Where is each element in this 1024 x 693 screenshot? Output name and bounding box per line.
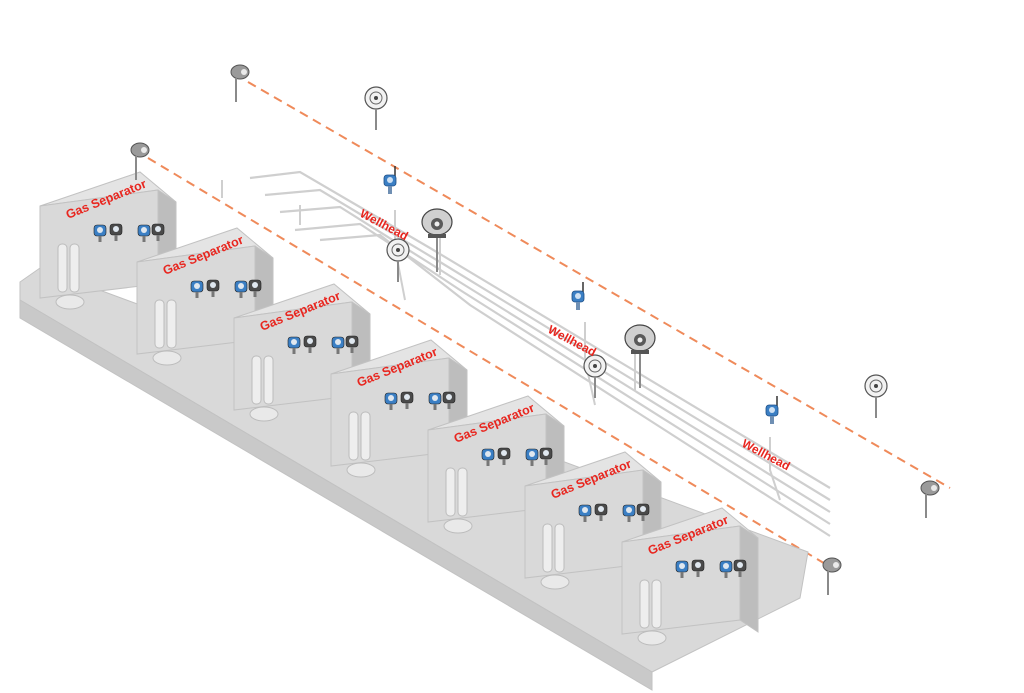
camera-dome-icon	[421, 208, 453, 272]
gas-detector-icon	[93, 224, 107, 242]
separator-vessel	[639, 579, 650, 629]
gas-detector-icon	[636, 503, 650, 521]
gas-detector-icon	[234, 280, 248, 298]
gas-detector-icon	[525, 448, 539, 466]
separator-vessel	[348, 411, 359, 461]
dashed-link-line	[147, 157, 833, 569]
gas-detector-icon	[691, 559, 705, 577]
gas-detector-icon	[331, 336, 345, 354]
gas-detector-icon	[400, 391, 414, 409]
beacon-icon	[822, 557, 842, 595]
beacon-icon	[130, 142, 150, 180]
gas-detector-icon	[733, 559, 747, 577]
dashed-link-line	[247, 81, 951, 489]
pipe-branch	[584, 322, 596, 406]
gas-detector-icon	[287, 336, 301, 354]
separator-drum	[249, 406, 279, 422]
separator-drum	[55, 294, 85, 310]
gas-detector-icon	[622, 504, 636, 522]
separator-vessel	[57, 243, 68, 293]
dashed-links	[147, 81, 951, 569]
beacon-icon	[920, 480, 940, 518]
gas-separator-unit	[330, 339, 468, 478]
separator-vessel	[166, 299, 177, 349]
sounder-icon	[864, 374, 888, 418]
separator-vessel	[263, 355, 274, 405]
gas-detector-icon	[248, 279, 262, 297]
separator-drum	[540, 574, 570, 590]
separator-vessel	[457, 467, 468, 517]
separator-side	[739, 525, 759, 633]
gas-detector-icon	[206, 279, 220, 297]
gas-detector-icon	[578, 504, 592, 522]
gas-separator-unit	[524, 451, 662, 590]
gas-detector-icon	[345, 335, 359, 353]
pipe-line	[249, 170, 831, 489]
skid-base-front	[19, 299, 653, 691]
separator-drum	[637, 630, 667, 646]
wireless-transmitter-icon	[765, 396, 779, 424]
gas-detector-icon	[303, 335, 317, 353]
separator-vessel	[69, 243, 80, 293]
wireless-transmitter-icon	[571, 282, 585, 310]
field-devices	[130, 64, 940, 595]
gas-detector-icon	[151, 223, 165, 241]
gas-detector-icon	[384, 392, 398, 410]
separator-vessel	[542, 523, 553, 573]
separator-vessel	[651, 579, 662, 629]
camera-dome-icon	[624, 324, 656, 388]
pipe-branch	[769, 437, 781, 501]
gas-detector-icon	[442, 391, 456, 409]
gas-detector-icon	[675, 560, 689, 578]
gas-detector-icon	[428, 392, 442, 410]
separator-drum	[443, 518, 473, 534]
sounder-icon	[583, 354, 607, 398]
wellhead: Wellhead	[358, 166, 410, 243]
gas-detector-icon	[481, 448, 495, 466]
pipe-line	[319, 233, 831, 537]
separator-drum	[346, 462, 376, 478]
wellhead-label: Wellhead	[740, 436, 793, 473]
gas-detector-icon	[719, 560, 733, 578]
beacon-icon	[230, 64, 250, 102]
separator-vessel	[360, 411, 371, 461]
gas-detector-icon	[109, 223, 123, 241]
separator-skid	[19, 171, 809, 691]
gas-detector-icon	[594, 503, 608, 521]
separator-vessel	[445, 467, 456, 517]
separator-vessel	[251, 355, 262, 405]
separator-vessel	[554, 523, 565, 573]
gas-detector-icon	[137, 224, 151, 242]
separator-drum	[152, 350, 182, 366]
wireless-transmitter-icon	[383, 166, 397, 194]
separator-vessel	[154, 299, 165, 349]
gas-separator-unit	[621, 507, 759, 646]
gas-detector-icon	[497, 447, 511, 465]
gas-detector-icon	[190, 280, 204, 298]
gas-detector-icon	[539, 447, 553, 465]
sounder-icon	[364, 86, 388, 130]
wellhead: Wellhead	[546, 282, 598, 359]
sounder-icon	[386, 238, 410, 282]
